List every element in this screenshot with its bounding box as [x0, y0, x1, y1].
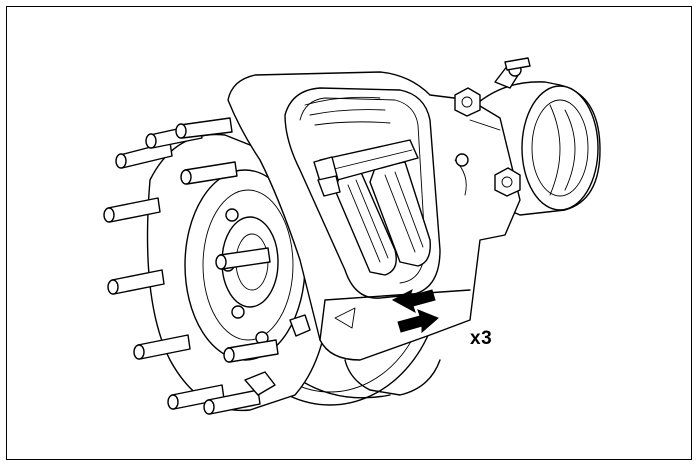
arrow-right-icon — [397, 309, 439, 334]
brake-pads — [304, 96, 431, 276]
caliper-bolts — [454, 87, 521, 197]
arrow-left-icon — [391, 288, 436, 314]
pad-retainer-clip — [313, 139, 419, 197]
quantity-label: x3 — [470, 328, 493, 349]
figure-frame — [6, 6, 692, 460]
wheel-studs — [103, 117, 311, 415]
